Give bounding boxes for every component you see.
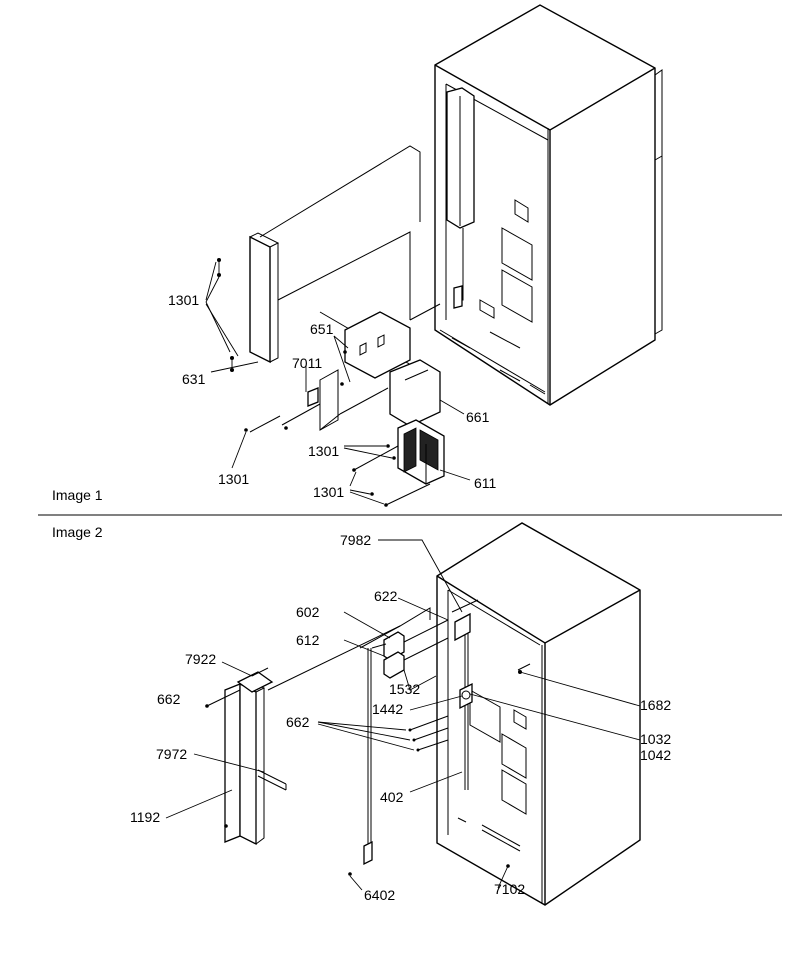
label-1192: 1192	[130, 809, 160, 825]
cover-panel-1192	[224, 667, 287, 846]
label-1682: 1682	[640, 697, 671, 713]
refrigerator-cabinet-1	[434, 4, 663, 406]
label-7102: 7102	[494, 881, 525, 897]
duct-housing-661	[319, 359, 441, 431]
leaders-image1	[210, 335, 471, 481]
label-1301-c: 1301	[218, 471, 249, 487]
grille-611	[397, 419, 445, 485]
section-title-image1: Image 1	[52, 487, 103, 503]
label-402: 402	[380, 789, 404, 805]
label-6402: 6402	[364, 887, 395, 903]
rear-cover-panel-631	[249, 232, 280, 364]
bracket-651	[340, 311, 411, 386]
label-622: 622	[374, 588, 398, 604]
label-1442: 1442	[372, 701, 403, 717]
refrigerator-cabinet-2	[436, 522, 641, 906]
screw-group-1301-lower	[343, 444, 431, 507]
label-7011: 7011	[292, 355, 322, 371]
label-662-a: 662	[157, 691, 181, 707]
screw-group-1301-left	[205, 258, 239, 372]
label-602: 602	[296, 604, 320, 620]
image2-drawing: 7982 622 602 612 7922 662 1532 1682 1442…	[130, 522, 671, 906]
label-611: 611	[474, 475, 497, 491]
label-612: 612	[296, 632, 320, 648]
label-1532: 1532	[389, 681, 420, 697]
projection-lines-2	[205, 607, 431, 828]
label-7972: 7972	[156, 746, 187, 762]
label-1032: 1032	[640, 731, 671, 747]
label-1301-d: 1301	[313, 484, 344, 500]
tube-assembly-402	[348, 619, 449, 876]
leaders-image2	[165, 539, 641, 891]
label-661: 661	[466, 409, 490, 425]
screws-662	[408, 715, 449, 752]
label-631: 631	[182, 371, 206, 387]
section-title-image2: Image 2	[52, 524, 103, 540]
label-1042: 1042	[640, 747, 671, 763]
label-7982: 7982	[340, 532, 371, 548]
label-662-b: 662	[286, 714, 310, 730]
label-7922: 7922	[185, 651, 216, 667]
label-1301-a: 1301	[168, 292, 199, 308]
image1-drawing: 1301 631 651 7011 661 1301 1301 1301 611	[168, 4, 663, 507]
bracket-7011	[231, 369, 339, 469]
label-651: 651	[310, 321, 334, 337]
label-1301-b: 1301	[308, 443, 339, 459]
